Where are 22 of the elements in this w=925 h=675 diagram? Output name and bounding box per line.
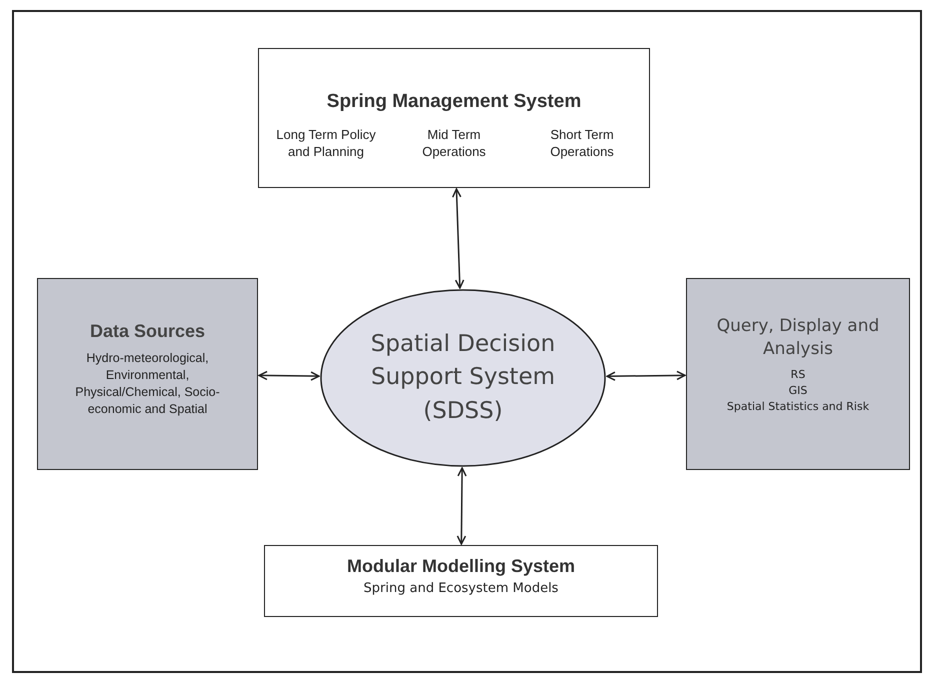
analysis-box <box>686 278 910 470</box>
node-text: GIS <box>788 382 808 399</box>
node-title: Spring Management System <box>326 91 582 113</box>
arrow <box>452 188 464 289</box>
node-text: Short Term Operations <box>549 127 615 161</box>
node-title: Query, Display and Analysis <box>716 315 880 361</box>
system-ellipse <box>320 289 606 467</box>
node-title: Spatial Decision Support System (SDSS) <box>370 330 556 426</box>
node-text: Long Term Policy and Planning <box>275 127 377 161</box>
node-text: Spring and Ecosystem Models <box>364 581 558 596</box>
node-text: RS <box>790 366 806 383</box>
source-box <box>37 278 258 470</box>
node-text: Mid Term Operations <box>421 127 487 161</box>
node-text: Hydro-meteorological, Environmental, Physical/Chemical, Socio-economic and Spatial <box>74 350 221 418</box>
node-title: Modular Modelling System <box>346 556 576 577</box>
arrow <box>606 370 686 381</box>
node-text: Spatial Statistics and Risk <box>726 398 870 415</box>
system-box <box>258 48 650 188</box>
arrow <box>456 467 467 545</box>
node-title: Data Sources <box>90 321 206 342</box>
modelling-box <box>264 545 658 617</box>
arrow <box>258 370 320 381</box>
